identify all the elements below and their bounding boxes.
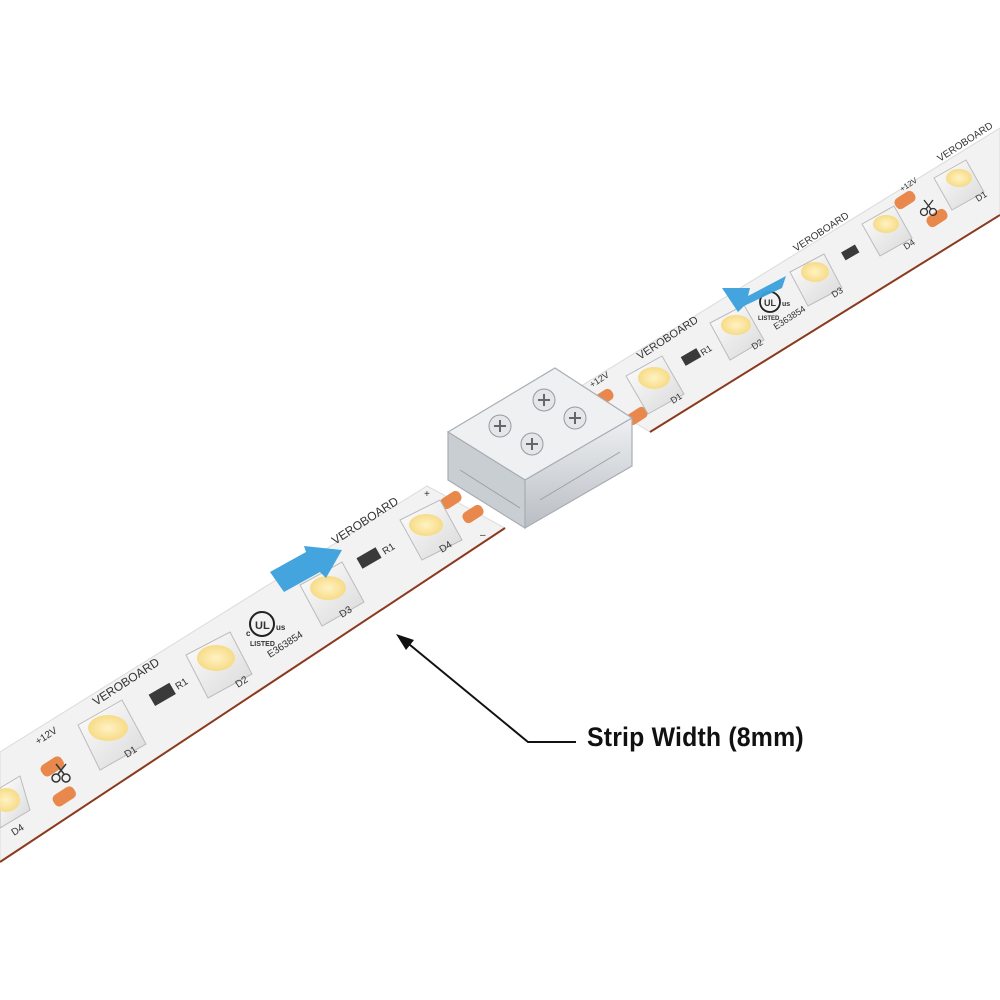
led-chip [77, 699, 147, 771]
svg-text:UL: UL [255, 620, 270, 632]
connector-screw [532, 388, 556, 412]
connector-screw [488, 414, 512, 438]
svg-text:UL: UL [764, 298, 776, 308]
led-chip [0, 775, 31, 829]
connector-screw [563, 406, 587, 430]
led-chip [299, 561, 365, 627]
solder-pads-left [40, 490, 484, 807]
plus-label: + [424, 489, 430, 500]
strip-width-callout: Strip Width (8mm) [587, 722, 804, 752]
scissors-icon [919, 199, 938, 217]
led-chip [709, 304, 765, 361]
ul-mark-icon: UL c us LISTED [246, 611, 286, 648]
strip-connector [446, 367, 634, 530]
led-chip [789, 253, 843, 307]
blue-arrow-icon [270, 546, 342, 592]
led-strip-right: UL us LISTED E363854 VEROBOARD VEROBOARD… [577, 120, 1000, 433]
callout-arrow-icon [396, 634, 576, 743]
connector-screw [520, 432, 544, 456]
blue-arrow-icon [722, 276, 786, 312]
svg-text:LISTED: LISTED [758, 316, 780, 322]
svg-text:us: us [782, 301, 790, 308]
led-strip-left: UL c us LISTED E363854 VEROBOARD VEROBOA… [0, 485, 506, 863]
resistor [841, 244, 860, 261]
led-chip [625, 355, 685, 415]
scissors-icon [51, 763, 71, 783]
svg-text:c: c [246, 629, 251, 638]
resistor [356, 547, 382, 569]
svg-text:LISTED: LISTED [250, 641, 275, 648]
svg-text:us: us [276, 623, 286, 632]
led-chip [933, 159, 985, 211]
led-chip [185, 631, 253, 699]
led-chip [399, 499, 463, 561]
resistor [148, 682, 176, 707]
resistor [680, 348, 702, 366]
led-chip [861, 205, 913, 257]
minus-label: – [480, 530, 486, 541]
